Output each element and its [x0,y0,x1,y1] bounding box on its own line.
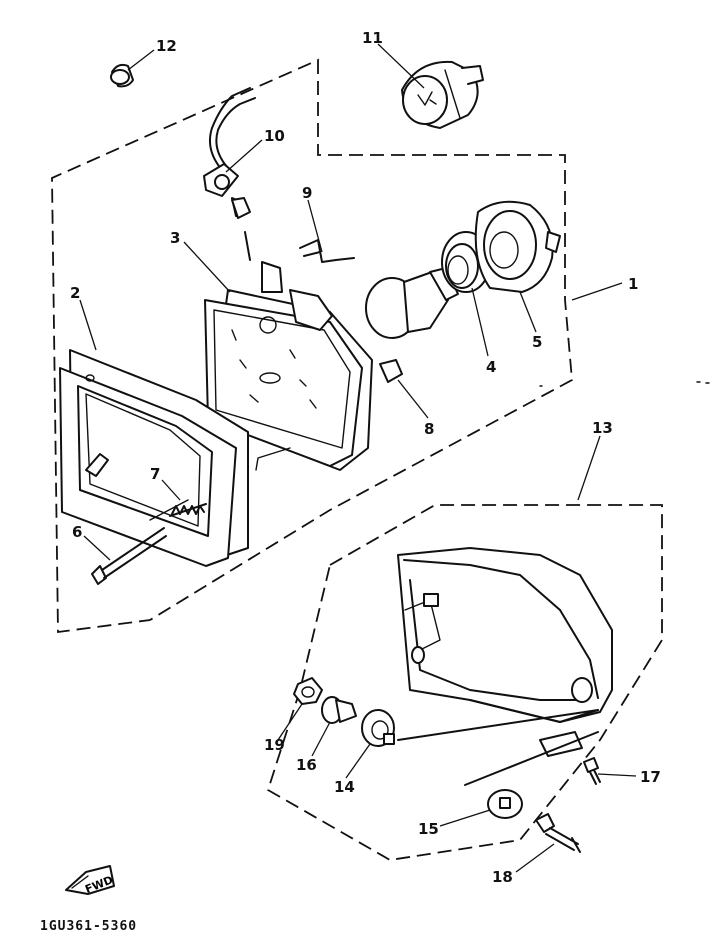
scan-speck [539,381,710,387]
leader-line-5 [519,291,537,333]
part-2-headlight-rim [59,349,249,567]
leader-line-14 [345,743,371,779]
headlight-bulb [365,267,459,339]
part-5-socket-cover [474,200,561,293]
callout-7: 7 [150,465,160,483]
part-7-adjuster-spring [169,503,207,517]
callout-16: 16 [296,756,317,774]
callout-14: 14 [334,778,355,796]
part-16-grommet [321,696,357,724]
callout-19: 19 [264,736,285,754]
headlight-assembly-group-outline [51,58,573,634]
part-3-headlight-unit [204,231,373,471]
headlight-housing-group-outline [266,504,663,861]
part-11-bulb-socket [401,60,484,129]
callout-3: 3 [170,229,180,247]
callout-10: 10 [264,127,285,145]
callout-8: 8 [424,420,434,438]
headlight-bulb-small [231,197,251,219]
part-14-rubber-grommet [361,709,395,747]
callout-5: 5 [532,333,542,351]
leader-line-17 [597,773,637,777]
leader-line-19 [277,703,303,741]
part-10-wire-harness [203,87,256,217]
part-8-clip [379,359,403,383]
part-17-screw [583,757,601,785]
callout-6: 6 [72,523,82,541]
leader-line-10 [225,139,263,173]
forward-direction-arrow: FWD [65,865,115,896]
callout-4: 4 [486,358,496,376]
callout-13: 13 [592,419,613,437]
leader-line-11 [377,43,425,89]
drawing-code: 1GU361-5360 [40,919,137,934]
callout-9: 9 [302,184,312,202]
part-13-headlight-housing [397,547,613,786]
part-6-adjusting-screw [91,499,189,585]
leader-line-16 [311,721,331,757]
leader-line-12 [127,49,155,71]
leader-line-1 [571,282,623,301]
part-18-bolt [535,813,581,853]
leader-line-18 [515,843,555,873]
callout-11: 11 [362,29,383,47]
leader-line-6 [83,535,111,561]
callout-17: 17 [640,768,661,786]
callout-15: 15 [418,820,439,838]
part-9-spring-clip [299,239,355,263]
part-19-nut [293,677,323,705]
leader-line-3 [183,241,231,293]
leader-line-15 [439,809,491,827]
callout-2: 2 [70,284,80,302]
leader-line-9 [307,199,323,253]
part-15-grommet-plate [487,789,523,819]
callout-18: 18 [492,868,513,886]
leader-line-13 [577,435,601,501]
leader-line-2 [79,299,97,351]
leader-line-7 [161,479,181,501]
leader-line-8 [397,379,429,419]
callout-1: 1 [628,275,638,293]
construction-line [255,447,291,471]
part-12-cap-screw [110,63,134,88]
callout-12: 12 [156,37,177,55]
leader-line-4 [471,287,489,357]
